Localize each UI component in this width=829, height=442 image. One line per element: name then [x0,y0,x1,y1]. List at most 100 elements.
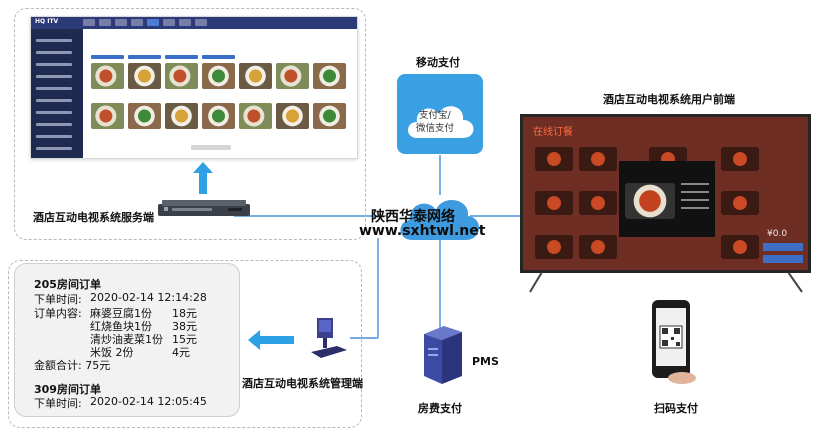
watermark-line2: www.sxhtwl.net [359,223,486,239]
dish-action-bar [202,55,235,59]
dish-action-bar [128,55,161,59]
admin-sidebar-item [36,147,72,150]
order-content-label: 订单内容: [34,307,82,320]
admin-tab [99,19,111,26]
tv-screen-title: 在线订餐 [533,127,573,138]
scan-pay-label: 扫码支付 [654,402,698,415]
tv-screen: 在线订餐 ¥0.0 [520,114,811,273]
order-item-price: 18元 [172,307,197,320]
admin-tab [115,19,127,26]
tv-dish-tile [579,147,617,171]
server-label: 酒店互动电视系统服务端 [33,211,154,224]
order-item-price: 15元 [172,333,197,346]
admin-topbar: HQ ITV [31,17,357,29]
admin-tab [83,19,95,26]
admin-sidebar-item [36,63,72,66]
tv-frontend-label: 酒店互动电视系统用户前端 [603,93,735,106]
tv-dish-tile [535,147,573,171]
dish-thumbnail [276,63,309,89]
tv-dish-tile [535,235,573,259]
tv-dish-detail-popup [619,161,715,237]
admin-sidebar-item [36,39,72,42]
dish-action-bar [165,55,198,59]
server-admin-screenshot: HQ ITV [30,16,358,159]
dish-thumbnail [128,63,161,89]
popup-text-line [681,207,709,209]
admin-sidebar-item [36,111,72,114]
tv-button [763,243,803,251]
order-time-value: 2020-02-14 12:05:45 [90,395,207,408]
admin-tab [163,19,175,26]
order-item-price: 4元 [172,346,190,359]
popup-text-line [681,183,709,185]
popup-text-line [681,199,709,201]
dish-thumbnail [165,63,198,89]
dish-thumbnail [239,103,272,129]
tv-dish-tile [721,191,759,215]
network-cloud-icon [400,199,480,240]
admin-tab-active [147,19,159,26]
admin-sidebar-item [36,99,72,102]
order-item-name: 清炒油麦菜1份 [90,333,163,346]
order-title: 205房间订单 [34,278,101,291]
pms-label: PMS [472,355,499,368]
admin-tab [195,19,207,26]
server-rack-icon [158,200,250,216]
dish-thumbnail [91,63,124,89]
tv-price: ¥0.0 [767,229,788,239]
admin-sidebar-item [36,75,72,78]
order-total: 金额合计: 75元 [34,359,111,372]
order-time-label: 下单时间: [34,397,82,410]
admin-sidebar-item [36,51,72,54]
payment-cloud-icon [408,106,474,138]
admin-tab [131,19,143,26]
admin-sidebar-item [36,135,72,138]
order-title: 309房间订单 [34,383,101,396]
pms-server-icon [424,326,462,384]
dish-thumbnail [276,103,309,129]
order-card [14,263,240,417]
phone-qr-icon [652,300,696,384]
dish-thumbnail [165,103,198,129]
order-item-name: 红烧鱼块1份 [90,320,152,333]
admin-logo: HQ ITV [35,18,59,25]
manager-label: 酒店互动电视系统管理端 [242,377,363,390]
tv-dish-tile [721,147,759,171]
order-time-value: 2020-02-14 12:14:28 [90,291,207,304]
pay-icon-text-line2: 微信支付 [416,123,455,134]
server-frame [14,8,366,240]
dish-action-bar [91,55,124,59]
order-item-name: 麻婆豆腐1份 [90,307,152,320]
admin-sidebar [31,29,83,158]
admin-tab [179,19,191,26]
tv-button [763,255,803,263]
tv-dish-tile [579,235,617,259]
manager-frame [8,260,362,428]
dish-thumbnail [202,103,235,129]
watermark-line1: 陕西华泰网络 [371,209,455,225]
popup-dish-image [625,183,675,219]
dish-thumbnail [239,63,272,89]
tv-dish-tile [535,191,573,215]
admin-sidebar-item [36,123,72,126]
computer-icon [311,318,347,358]
dish-thumbnail [313,63,346,89]
room-pay-label: 房费支付 [418,402,462,415]
tv-dish-tile [579,191,617,215]
dish-thumbnail [128,103,161,129]
order-item-price: 38元 [172,320,197,333]
pay-icon-text-line1: 支付宝/ [419,110,451,121]
admin-sidebar-item [36,87,72,90]
up-arrow-icon [193,162,213,194]
order-item-name: 米饭 2份 [90,346,134,359]
pagination-bar [191,145,231,150]
order-time-label: 下单时间: [34,293,82,306]
mobile-pay-label: 移动支付 [416,56,460,69]
left-arrow-icon [248,330,294,350]
tv-dish-tile [721,235,759,259]
dish-thumbnail [202,63,235,89]
dish-thumbnail [91,103,124,129]
dish-thumbnail [313,103,346,129]
popup-text-line [681,191,709,193]
